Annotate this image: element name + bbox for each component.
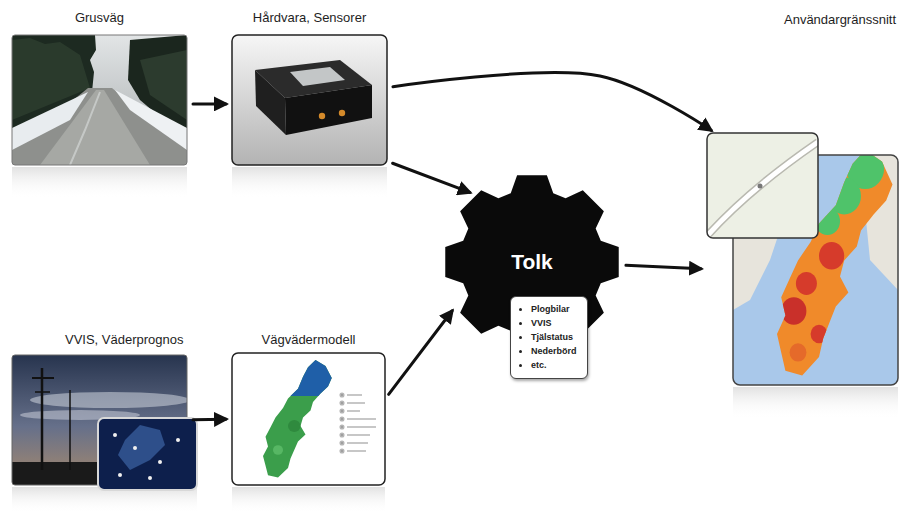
list-item: Nederbörd <box>531 344 577 358</box>
flow-arrow <box>193 102 226 105</box>
list-item: VVIS <box>531 316 577 330</box>
model-map <box>263 360 332 478</box>
reflection <box>12 167 187 199</box>
ui-map <box>707 142 818 236</box>
sensor-device <box>232 35 387 165</box>
model-map <box>347 442 368 444</box>
node-heading: Vägvädermodell <box>262 332 356 348</box>
flow-arrow <box>626 265 701 268</box>
forecast-map <box>118 425 165 470</box>
weather-photo <box>69 390 71 470</box>
sensor-device <box>255 70 286 135</box>
ui-map <box>707 142 818 236</box>
model-map <box>263 360 332 396</box>
forecast-map <box>176 438 180 442</box>
model-map <box>340 401 344 405</box>
node-heading: Grusväg <box>75 10 124 26</box>
model-box: Vägvädermodell <box>232 353 385 485</box>
model-map <box>232 353 385 485</box>
ui-map <box>811 325 828 343</box>
flow-arrow <box>389 311 453 395</box>
model-map <box>347 426 376 428</box>
forecast-map <box>133 446 137 450</box>
reflection <box>232 167 387 199</box>
bullet-list: PlogbilarVVISTjälstatusNederbördetc. <box>515 302 577 372</box>
model-map <box>340 393 344 397</box>
list-item: Tjälstatus <box>531 330 577 344</box>
hardware-box: Hårdvara, Sensorer <box>232 35 387 165</box>
model-map <box>347 402 365 404</box>
photo-box: Grusväg <box>12 35 187 165</box>
sensor-device <box>232 35 387 165</box>
road-photo <box>12 92 88 150</box>
weather-photo <box>41 368 44 470</box>
model-map <box>347 418 376 420</box>
weather-photo <box>35 391 50 393</box>
reflection <box>232 487 385 513</box>
model-map <box>340 393 376 453</box>
model-map <box>288 420 301 432</box>
forecast-map <box>113 433 117 437</box>
ui-map <box>707 133 818 238</box>
sensor-device <box>290 67 345 86</box>
ui-map <box>758 184 763 189</box>
model-map <box>340 433 344 437</box>
model-map <box>340 441 344 445</box>
model-map <box>232 353 385 485</box>
sensor-device <box>285 85 372 135</box>
flow-arrow <box>393 163 470 192</box>
ui-map <box>790 343 807 361</box>
forecast-map <box>148 476 152 480</box>
list-item: Plogbilar <box>531 302 577 316</box>
sensor-device <box>339 110 345 116</box>
ui-map <box>707 133 818 238</box>
road-photo <box>70 92 100 165</box>
ui-map <box>781 297 806 325</box>
reflection <box>733 387 898 419</box>
road-photo <box>12 35 187 165</box>
node-heading: VVIS, Väderprognos <box>65 332 184 348</box>
ui-map <box>796 272 817 295</box>
ui-map <box>827 178 861 215</box>
model-map <box>340 449 344 453</box>
forecast-map <box>158 460 162 464</box>
model-map <box>347 450 366 452</box>
model-map <box>263 360 332 478</box>
forecast-map <box>98 418 197 490</box>
road-photo <box>115 90 187 150</box>
sensor-device <box>319 113 325 119</box>
list-item: etc. <box>531 358 577 372</box>
interpreter-gear: TolkPlogbilarVVISTjälstatusNederbördetc. <box>442 172 622 352</box>
gear-outline <box>445 175 618 348</box>
road-photo <box>12 88 187 165</box>
model-map <box>347 394 362 396</box>
model-map <box>273 445 283 455</box>
flow-arrow <box>193 418 226 422</box>
source-list: PlogbilarVVISTjälstatusNederbördetc. <box>510 296 588 379</box>
weather-photo <box>30 392 187 408</box>
node-heading: Hårdvara, Sensorer <box>253 10 366 26</box>
road-photo <box>12 35 187 165</box>
photo-frame <box>12 35 187 165</box>
photo-box: VVIS, Väderprognos <box>12 355 187 485</box>
flow-arrow <box>393 73 711 131</box>
model-map <box>347 410 360 412</box>
model-map <box>340 417 344 421</box>
gear-label: Tolk <box>511 250 553 274</box>
ui-map <box>707 133 898 385</box>
interface-box: Användargränssnitt <box>707 133 898 385</box>
forecast-map <box>98 418 197 490</box>
node-heading: Användargränssnitt <box>784 12 896 28</box>
model-map <box>340 425 344 429</box>
weather-photo <box>32 377 54 379</box>
ui-map <box>819 242 844 270</box>
model-map <box>340 409 344 413</box>
model-map <box>347 434 370 436</box>
model-map <box>263 360 332 396</box>
ui-map <box>707 133 818 238</box>
forecast-map <box>118 473 122 477</box>
